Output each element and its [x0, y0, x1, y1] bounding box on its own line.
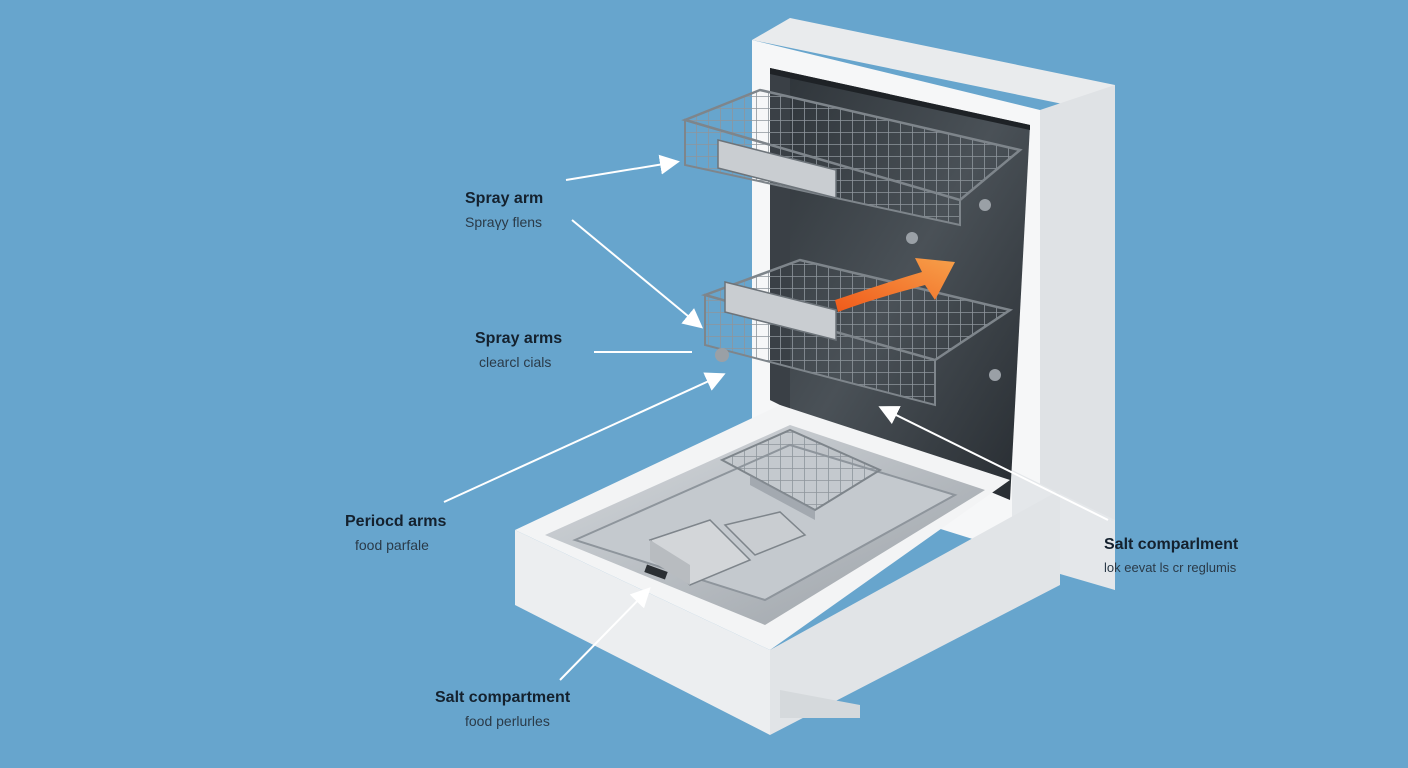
leader-lines	[443, 154, 1109, 681]
label-title: Salt comparlment	[1104, 536, 1239, 553]
water-flow-arrow	[835, 258, 955, 312]
lower-rack	[700, 258, 1014, 407]
label-spray-arm: Spray arm Spraγy flens	[465, 190, 543, 230]
label-title: Spray arms	[475, 330, 563, 347]
label-salt-compartment-right: Salt comparlment lok eevat ls cr reglumi…	[1104, 536, 1238, 575]
label-subtitle: lok eevat ls cr reglumis	[1104, 560, 1237, 575]
label-subtitle: food parfale	[355, 537, 429, 553]
label-periocd-arms: Periocd arms food parfale	[345, 513, 446, 553]
label-subtitle: clearcl cials	[479, 354, 552, 370]
label-spray-arms: Spray arms clearcl cials	[475, 330, 562, 370]
label-title: Spray arm	[465, 190, 544, 207]
cutlery-basket	[719, 428, 883, 520]
label-salt-compartment-bottom: Salt compartment food perlurles	[435, 689, 570, 729]
upper-rack	[681, 88, 1023, 244]
label-title: Periocd arms	[345, 513, 447, 530]
label-subtitle: Spraγy flens	[465, 214, 543, 230]
detergent-dispenser	[644, 511, 807, 586]
label-subtitle: food perlurles	[465, 713, 550, 729]
label-title: Salt compartment	[435, 689, 571, 706]
